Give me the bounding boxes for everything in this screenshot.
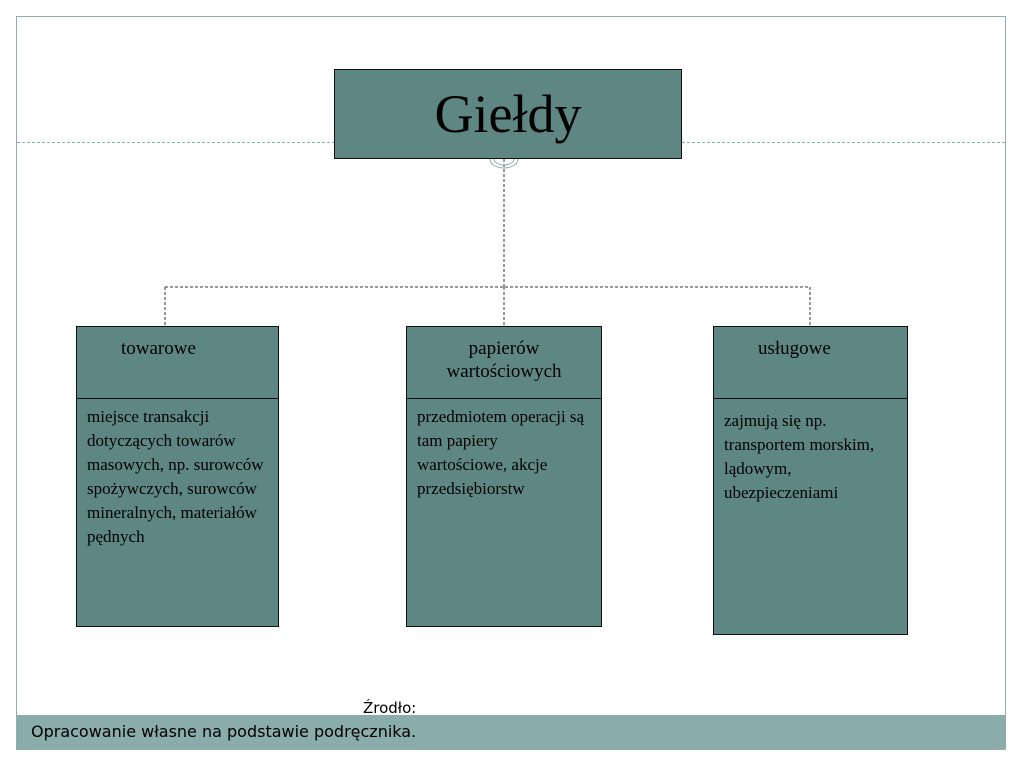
source-label: Źrodło: (363, 699, 417, 717)
node-heading: towarowe (77, 327, 278, 399)
node-heading: papierów wartościowych (407, 327, 601, 399)
source-bar: Opracowanie własne na podstawie podręczn… (17, 715, 1005, 749)
node-description: miejsce transakcji dotyczących towarów m… (87, 407, 264, 546)
connector-handle-icon (489, 158, 519, 169)
diagram-title-box: Giełdy (334, 69, 682, 159)
diagram-title: Giełdy (434, 84, 582, 144)
slide-frame (16, 16, 1006, 750)
node-towarowe: towarowe miejsce transakcji dotyczących … (76, 326, 279, 627)
node-heading: usługowe (714, 327, 907, 399)
node-papierow-wartosciowych: papierów wartościowych przedmiotem opera… (406, 326, 602, 627)
node-uslugowe: usługowe zajmują się np. transportem mor… (713, 326, 908, 635)
source-text: Opracowanie własne na podstawie podręczn… (31, 722, 417, 741)
node-description: przedmiotem operacji są tam papiery wart… (417, 407, 585, 498)
node-description: zajmują się np. transportem morskim, ląd… (724, 411, 875, 502)
